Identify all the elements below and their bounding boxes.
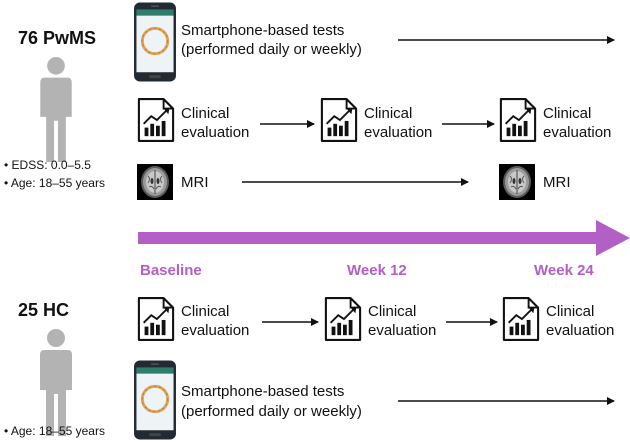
- timeline-arrow: [138, 220, 630, 256]
- pwms-mri-week24-label: MRI: [543, 174, 571, 191]
- pwms-mri-baseline-label: MRI: [181, 174, 209, 191]
- pwms-bullet-age: • Age: 18–55 years: [4, 176, 105, 190]
- pwms-smartphone-text-line2: (performed daily or weekly): [181, 41, 362, 58]
- timepoint-baseline: Baseline: [140, 262, 202, 279]
- hc-smartphone-text-line2: (performed daily or weekly): [181, 403, 362, 420]
- timepoint-week24: Week 24: [534, 262, 594, 279]
- hc-smartphone-text-line1: Smartphone-based tests: [181, 383, 345, 400]
- pwms-bullet-edss: • EDSS: 0.0–5.5: [4, 158, 91, 172]
- timepoint-week12: Week 12: [347, 262, 407, 279]
- hc-bullet-age: • Age: 18–55 years: [4, 424, 105, 438]
- pwms-smartphone-text-line1: Smartphone-based tests: [181, 22, 345, 39]
- pwms-group-title: 76 PwMS: [18, 28, 97, 48]
- hc-group-title: 25 HC: [18, 300, 70, 320]
